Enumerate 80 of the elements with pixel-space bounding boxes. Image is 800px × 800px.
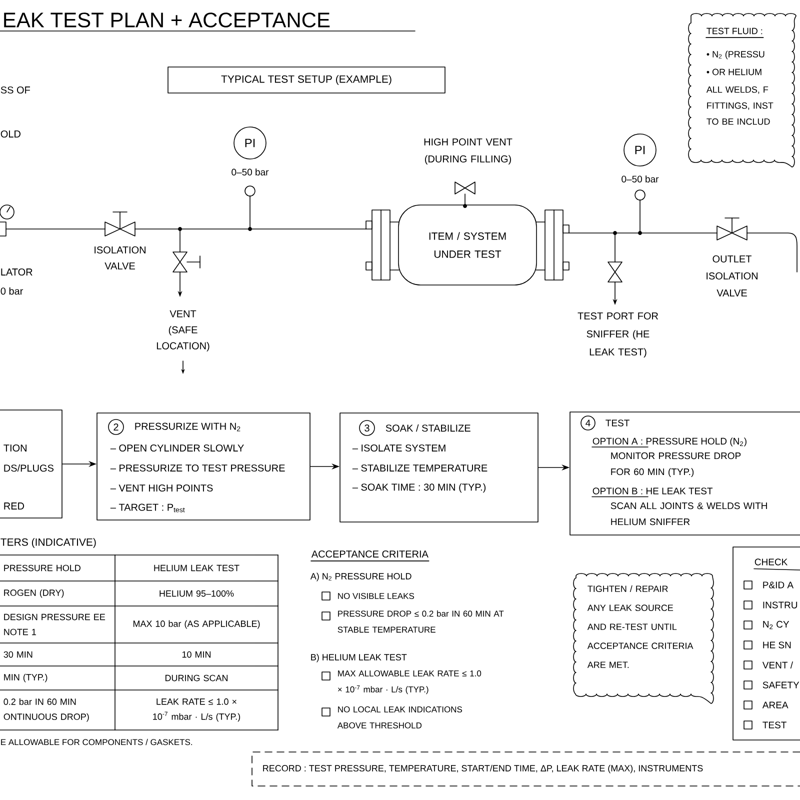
record-box: [252, 752, 800, 786]
criteria-text: B) HELIUM LEAK TEST: [311, 654, 407, 662]
table-text: MIN (TYP.): [4, 674, 48, 682]
instrument-bubble: PI: [234, 126, 266, 160]
step-text: SCAN ALL JOINTS & WELDS WITH HELIUM SNIFFER: [610, 502, 767, 526]
checklist-item: P&ID A: [763, 582, 794, 588]
note-text: • N$_{2}$ (PRESSU: [706, 50, 764, 60]
step-text: DS/PLUGS: [4, 464, 54, 472]
checklist-item: AREA: [762, 702, 788, 708]
step-number: 3: [359, 420, 375, 436]
part-label: TEST PORT FOR SNIFFER (HE LEAK TEST): [578, 312, 658, 358]
vessel: ITEM / SYSTEM UNDER TEST: [398, 204, 537, 286]
table-text: HELIUM LEAK TEST: [154, 564, 240, 572]
part-label: OUTLET ISOLATION VALVE: [706, 255, 758, 296]
note-text: ALL WELDS, F FITTINGS, INST TO BE INCLUD: [706, 86, 774, 125]
step-text: MONITOR PRESSURE DROP FOR 60 MIN (TYP.): [611, 452, 741, 477]
criteria-text: NO LOCAL LEAK INDICATIONS ABOVE THRESHOLD: [337, 706, 462, 728]
criteria-text: A) N$_{2}$ PRESSURE HOLD: [310, 572, 412, 582]
table-heading: TERS (INDICATIVE): [0, 538, 96, 548]
fragment-text: 0 bar: [0, 287, 24, 295]
step-text: RED: [4, 502, 24, 510]
table-text: 0.2 bar IN 60 MIN ONTINUOUS DROP): [4, 698, 89, 722]
step-number: 4: [580, 416, 596, 430]
part-label: HIGH POINT VENT (DURING FILLING): [424, 138, 512, 164]
table-text: PRESSURE HOLD: [4, 564, 80, 572]
section-heading: ACCEPTANCE CRITERIA: [310, 550, 430, 562]
step-text: – TARGET : P$_{test}$: [110, 504, 185, 512]
table-text: DESIGN PRESSURE EE NOTE 1: [4, 614, 106, 636]
title-box: TYPICAL TEST SETUP (EXAMPLE): [168, 66, 446, 94]
step-text: – STABILIZE TEMPERATURE: [352, 464, 488, 472]
step-text: – ISOLATE SYSTEM: [352, 444, 446, 452]
note-heading: TEST FLUID :: [706, 28, 764, 38]
fragment-text: SS OF: [0, 86, 30, 94]
step-text: – VENT HIGH POINTS: [110, 484, 213, 492]
note-text: TIGHTEN / REPAIR ANY LEAK SOURCE AND RE-TEST UNTIL ACCEPTANCE CRITERIA ARE MET.: [587, 585, 694, 668]
checklist-item: N$_{2}$ CY: [763, 620, 790, 630]
table-text: HELIUM 95–100%: [160, 590, 234, 597]
table-text: MAX 10 bar (AS APPLICABLE): [133, 620, 260, 629]
step-text: – OPEN CYLINDER SLOWLY: [110, 444, 244, 452]
fragment-text: OLD: [0, 130, 20, 138]
table-text: ROGEN (DRY): [4, 589, 64, 598]
checklist-box: [732, 546, 800, 740]
option-text: OPTION B : HE LEAK TEST: [592, 488, 713, 498]
table-text: LEAK RATE ≤ 1.0 × 10$^{-7}$ mbar · L/s (TYP.): [153, 698, 240, 722]
note-cloud: [573, 573, 714, 704]
table-footnote: E ALLOWABLE FOR COMPONENTS / GASKETS.: [1, 738, 192, 746]
step-text: – SOAK TIME : 30 MIN (TYP.): [352, 483, 486, 493]
step-heading: TEST: [606, 420, 630, 426]
checklist-item: INSTRU: [763, 602, 798, 608]
instrument-bubble: PI: [624, 134, 656, 166]
step-box: [570, 412, 800, 536]
checklist-item: HE SN: [763, 642, 791, 648]
step-heading: SOAK / STABILIZE: [386, 424, 470, 432]
range-label: 0–50 bar: [232, 168, 269, 176]
step-box: [96, 412, 310, 520]
page-title: EAK TEST PLAN + ACCEPTANCE: [0, 12, 416, 32]
step-box: [0, 410, 62, 518]
criteria-text: NO VISIBLE LEAKS: [338, 593, 414, 599]
step-text: – PRESSURIZE TO TEST PRESSURE: [110, 464, 285, 472]
option-text: OPTION A : PRESSURE HOLD (N$_{2}$): [592, 438, 746, 448]
checklist-heading: CHECK: [754, 558, 800, 570]
fragment-text: LATOR: [1, 268, 32, 276]
checklist-item: TEST: [762, 722, 786, 728]
table-text: 30 MIN: [4, 651, 32, 658]
criteria-text: MAX ALLOWABLE LEAK RATE ≤ 1.0 × 10$^{-7}$ mbar · L/s (TYP.): [338, 670, 482, 694]
note-text: • OR HELIUM: [706, 68, 762, 76]
step-number: 2: [108, 419, 124, 435]
step-heading: PRESSURIZE WITH N$_{2}$: [135, 422, 240, 432]
range-label: 0–50 bar: [622, 176, 659, 182]
step-text: TION: [4, 444, 26, 452]
table-text: DURING SCAN: [165, 674, 228, 682]
checklist-item: VENT /: [762, 662, 794, 668]
step-box: [340, 412, 538, 522]
record-text: RECORD : TEST PRESSURE, TEMPERATURE, START/END TIME, ΔP, LEAK RATE (MAX), INSTRUMENTS: [263, 764, 703, 774]
table-text: 10 MIN: [182, 651, 211, 658]
part-label: VENT (SAFE LOCATION): [156, 310, 210, 352]
checklist-item: SAFETY: [762, 682, 800, 688]
criteria-text: PRESSURE DROP ≤ 0.2 bar IN 60 MIN AT STABLE TEMPERATURE: [338, 610, 504, 633]
part-label: ISOLATION VALVE: [94, 246, 146, 270]
note-cloud: [688, 13, 796, 168]
